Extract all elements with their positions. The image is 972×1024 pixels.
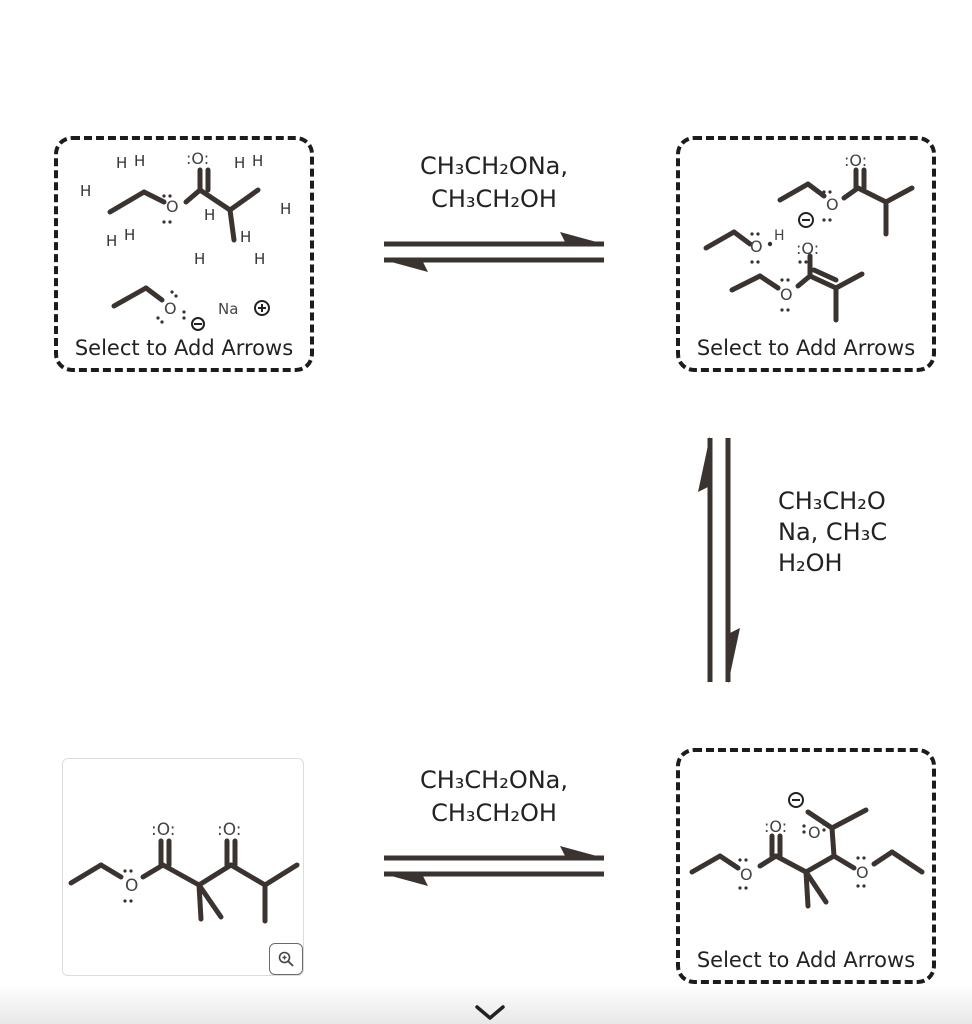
reaction-conditions-bottom: CH₃CH₂ONa, CH₃CH₂OH <box>384 764 604 830</box>
atom-label-h: H <box>774 228 785 244</box>
atom-label-o: O <box>856 863 869 882</box>
atom-label-o: O <box>750 237 763 256</box>
minus-charge-icon <box>788 792 804 808</box>
atom-label-na: Na <box>218 300 238 318</box>
atom-label-o: O <box>166 197 179 216</box>
beta-keto-ester-product-structure: :O: :O: O <box>68 820 300 924</box>
atom-label-h: H <box>280 200 291 218</box>
conditions-line: CH₃CH₂OH <box>431 185 557 213</box>
minus-charge-icon <box>191 317 205 331</box>
atom-label-o: O <box>808 823 821 842</box>
ester-and-ethoxide-structure: H H H H H H H H H H H H O O :O: Na <box>80 149 291 331</box>
zoom-in-icon <box>278 951 294 967</box>
atom-label-h: H <box>240 228 251 246</box>
chevron-down-icon <box>475 1005 505 1020</box>
equilibrium-arrow-vertical <box>698 436 740 684</box>
mechanism-panel-step-2[interactable]: O :O: O H :O: O Select to Add Arrows <box>676 136 936 372</box>
mechanism-panel-step-3[interactable]: O :O: O O Select to Add Arrows <box>676 748 936 984</box>
atom-label-o-lone-pairs: :O: <box>217 820 242 840</box>
conditions-line: H₂OH <box>778 549 843 577</box>
product-structure-card: :O: :O: O <box>62 758 304 976</box>
conditions-line: Na, CH₃C <box>778 518 888 546</box>
atom-label-o-lone-pairs: :O: <box>151 820 176 840</box>
bottom-fade-bar <box>0 984 972 1024</box>
equilibrium-arrow-top <box>384 232 604 272</box>
reaction-conditions-vertical: CH₃CH₂O Na, CH₃C H₂OH <box>778 486 908 579</box>
tetrahedral-intermediate-structure: O :O: O O <box>689 792 925 909</box>
plus-charge-icon <box>254 300 270 316</box>
conditions-line: CH₃CH₂ONa, <box>419 152 569 180</box>
zoom-button[interactable] <box>269 943 303 975</box>
select-to-add-arrows-label: Select to Add Arrows <box>74 336 294 360</box>
atom-label-o-lone-pairs: :O: <box>796 239 819 258</box>
reaction-conditions-top: CH₃CH₂ONa, CH₃CH₂OH <box>384 150 604 216</box>
minus-charge-icon <box>798 212 814 228</box>
conditions-line: CH₃CH₂O <box>778 487 886 515</box>
atom-label-o: O <box>740 865 753 884</box>
conditions-line: CH₃CH₂ONa, <box>419 766 569 794</box>
atom-label-h: H <box>134 152 145 170</box>
atom-label-o-lone-pairs: :O: <box>764 817 787 836</box>
atom-label-h: H <box>80 182 91 200</box>
atom-label-h: H <box>124 226 135 244</box>
enolate-intermediate-structure: O :O: O H :O: O <box>703 151 915 323</box>
atom-label-h: H <box>234 154 245 172</box>
mechanism-panel-step-1[interactable]: H H H H H H H H H H H H O O :O: Na <box>54 136 314 372</box>
equilibrium-arrow-bottom <box>384 846 604 886</box>
select-to-add-arrows-label: Select to Add Arrows <box>696 336 916 360</box>
atom-label-h: H <box>106 232 117 250</box>
atom-label-h: H <box>116 154 127 172</box>
atom-label-h: H <box>194 250 205 268</box>
atom-label-o: O <box>826 195 839 214</box>
select-to-add-arrows-label: Select to Add Arrows <box>696 948 916 972</box>
expand-button[interactable] <box>470 998 510 1024</box>
atom-label-o-lone-pairs: :O: <box>186 149 209 168</box>
conditions-line: CH₃CH₂OH <box>431 799 557 827</box>
atom-label-h: H <box>254 250 265 268</box>
atom-label-o: O <box>125 876 138 896</box>
atom-label-o-lone-pairs: :O: <box>844 151 867 170</box>
atom-label-h: H <box>252 152 263 170</box>
atom-label-o: O <box>780 285 793 304</box>
atom-label-o: O <box>164 299 177 318</box>
atom-label-h: H <box>204 206 215 224</box>
